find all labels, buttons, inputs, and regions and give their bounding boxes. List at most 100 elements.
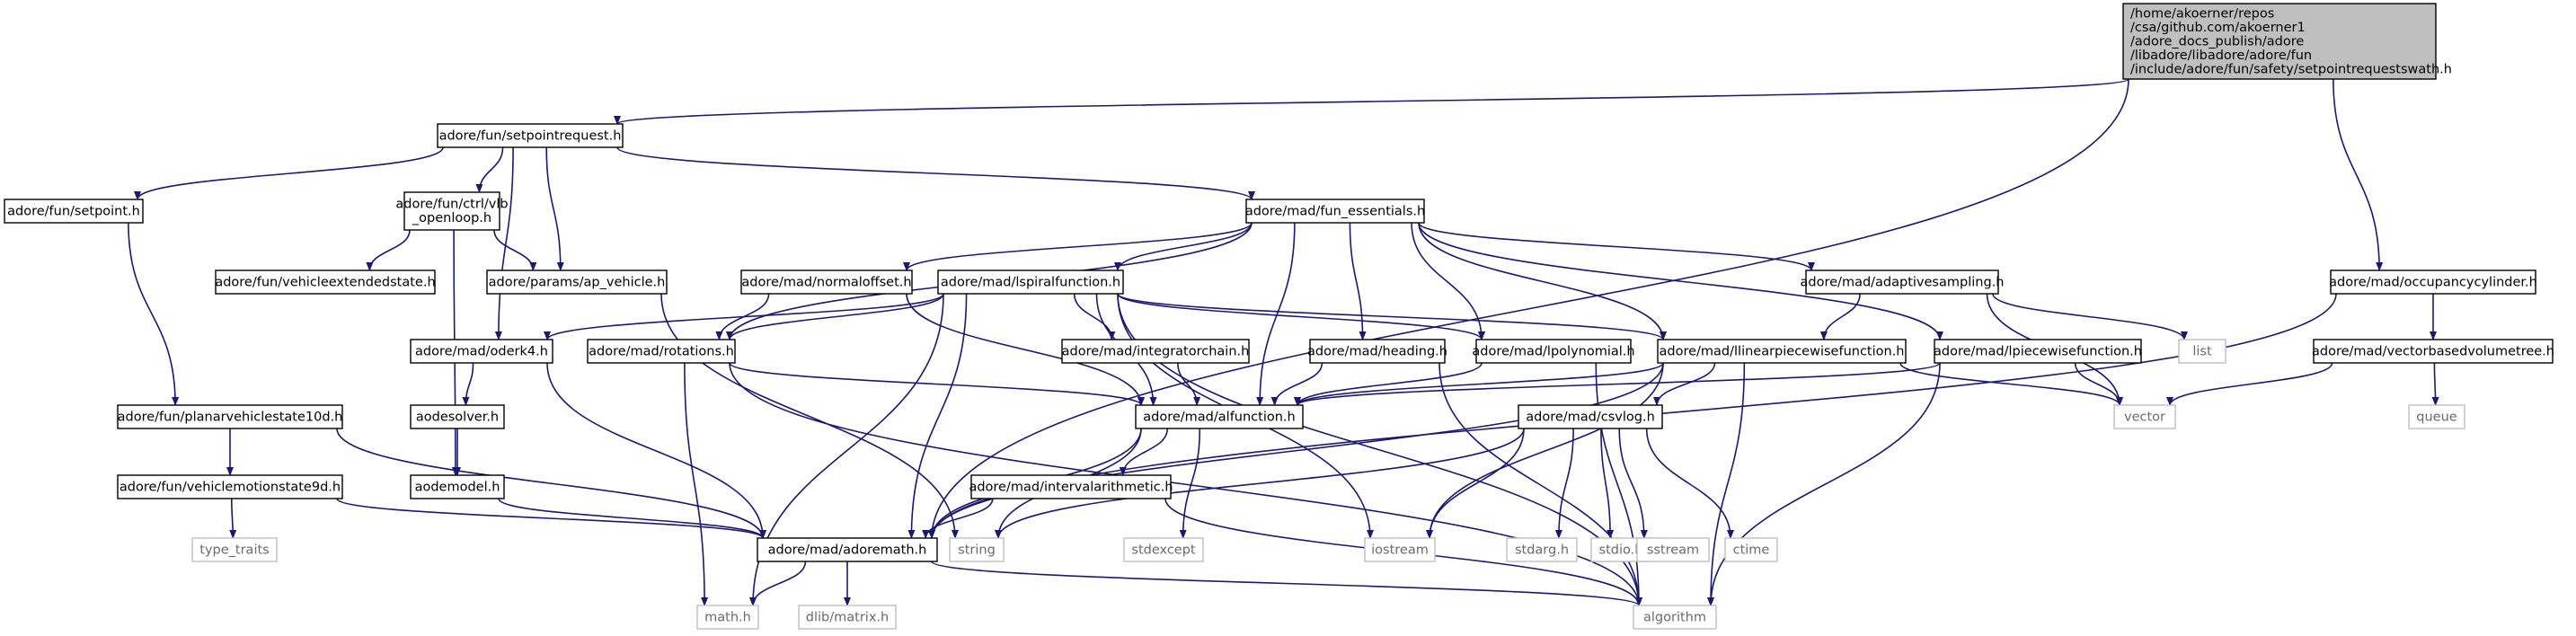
edge-lpolynomial-to-alfunction	[1294, 362, 1483, 406]
edge-integratorchain-to-alfunction	[1177, 362, 1201, 406]
edge-lpiecewisefunction-to-algorithm	[1707, 362, 1941, 606]
graph-node-heading[interactable]: adore/mad/heading.h	[1307, 339, 1447, 364]
node-box	[2330, 269, 2536, 295]
node-box	[949, 537, 1005, 562]
graph-node-setpointrequest[interactable]: adore/fun/setpointrequest.h	[437, 123, 624, 148]
graph-node-oderk4[interactable]: adore/mad/oderk4.h	[410, 339, 553, 364]
edge-adaptivesampling-to-list	[1992, 293, 2188, 340]
edge-fun_essentials-to-lspiralfunction	[1114, 222, 1253, 271]
node-label: aodesolver.h	[416, 410, 499, 424]
node-box	[191, 537, 278, 562]
graph-node-intervalarithmetic[interactable]: adore/mad/intervalarithmetic.h	[969, 474, 1173, 499]
graph-node-aodesolver[interactable]: aodesolver.h	[410, 404, 505, 429]
node-label: /home/akoerner/repos	[2130, 6, 2274, 21]
edge-vlb_openloop-to-ap_vehicle	[493, 229, 537, 271]
edge-lspiralfunction-to-lpolynomial	[1117, 293, 1485, 340]
node-label: algorithm	[1643, 610, 1706, 624]
graph-node-integratorchain[interactable]: adore/mad/integratorchain.h	[1061, 339, 1250, 364]
graph-node-adoremath[interactable]: adore/mad/adoremath.h	[757, 537, 938, 562]
node-label: adore/mad/csvlog.h	[1526, 410, 1655, 424]
graph-node-fun_essentials[interactable]: adore/mad/fun_essentials.h	[1245, 199, 1425, 224]
node-box	[1135, 404, 1304, 429]
graph-node-vectorbasedvolumetree[interactable]: adore/mad/vectorbasedvolumetree.h	[2312, 339, 2554, 364]
edge-setpointrequest-to-oderk4	[494, 146, 514, 340]
edge-planarvehiclestate10d-to-adoremath	[336, 428, 766, 539]
node-label: dlib/matrix.h	[806, 610, 889, 624]
graph-node-aodemodel[interactable]: aodemodel.h	[410, 474, 505, 499]
node-box	[1123, 537, 1204, 562]
node-label: list	[2192, 344, 2212, 358]
graph-node-vehicleextendedstate[interactable]: adore/fun/vehicleextendedstate.h	[215, 269, 436, 295]
node-box	[437, 123, 624, 148]
edge-lspiralfunction-to-integratorchain	[1073, 293, 1116, 340]
graph-node-csvlog[interactable]: adore/mad/csvlog.h	[1518, 404, 1663, 429]
graph-node-vlb_openloop[interactable]: adore/fun/ctrl/vlb_openloop.h	[395, 191, 509, 231]
edge-fun_essentials-to-heading	[1349, 222, 1367, 340]
node-label: adore/fun/planarvehiclestate10d.h	[118, 410, 343, 424]
graph-node-lspiralfunction[interactable]: adore/mad/lspiralfunction.h	[937, 269, 1124, 295]
edge-csvlog-to-string	[995, 428, 1525, 539]
graph-node-adaptivesampling[interactable]: adore/mad/adaptivesampling.h	[1801, 269, 2005, 295]
node-label: sstream	[1647, 543, 1699, 557]
node-box	[410, 404, 505, 429]
node-box	[937, 269, 1124, 295]
edge-vehiclemotionstate9d-to-type_traits	[229, 498, 237, 539]
graph-node-lpolynomial[interactable]: adore/mad/lpolynomial.h	[1472, 339, 1635, 364]
node-label: adore/mad/heading.h	[1307, 344, 1447, 358]
node-box	[970, 474, 1172, 499]
edge-vectorbasedvolumetree-to-vector	[2166, 362, 2333, 406]
node-label: type_traits	[199, 543, 269, 557]
node-box	[587, 339, 736, 364]
edge-setpointrequest-to-vlb_openloop	[475, 146, 504, 193]
edge-adoremath-to-mathh	[749, 561, 807, 606]
node-box	[1724, 537, 1778, 562]
node-label: _openloop.h	[412, 211, 491, 225]
dependency-edges	[128, 78, 2439, 606]
edge-rotations-to-mathh	[684, 362, 709, 606]
graph-node-lpiecewisefunction[interactable]: adore/mad/lpiecewisefunction.h	[1934, 339, 2142, 364]
node-label: adore/fun/vehiclemotionstate9d.h	[120, 480, 341, 494]
edge-llinearpiecewisefunction-to-csvlog	[1653, 362, 1716, 406]
edge-rotations-to-alfunction	[729, 362, 1145, 406]
node-box	[2113, 404, 2176, 429]
edge-alfunction-to-intervalarithmetic	[1119, 428, 1169, 476]
graph-node-rotations[interactable]: adore/mad/rotations.h	[587, 339, 736, 364]
graph-node-setpoint[interactable]: adore/fun/setpoint.h	[4, 199, 144, 224]
graph-node-ctime: ctime	[1724, 537, 1778, 562]
edge-root-to-setpointrequest	[614, 78, 2129, 125]
node-label: adore/mad/lpolynomial.h	[1472, 344, 1634, 358]
node-box	[1309, 339, 1446, 364]
node-label: adore/mad/occupancycylinder.h	[2329, 275, 2537, 289]
edge-csvlog-to-sstream	[1618, 428, 1648, 539]
edge-setpointrequest-to-setpoint	[134, 146, 444, 200]
graph-node-planarvehiclestate10d[interactable]: adore/fun/planarvehiclestate10d.h	[117, 404, 343, 429]
graph-node-occupancycylinder[interactable]: adore/mad/occupancycylinder.h	[2329, 269, 2537, 295]
node-label: adore/mad/fun_essentials.h	[1245, 204, 1425, 218]
edge-fun_essentials-to-adaptivesampling	[1418, 222, 1815, 271]
graph-node-llinearpiecewisefunction[interactable]: adore/mad/llinearpiecewisefunction.h	[1657, 339, 1907, 364]
node-box	[2178, 339, 2226, 364]
graph-node-alfunction[interactable]: adore/mad/alfunction.h	[1135, 404, 1304, 429]
graph-node-ap_vehicle[interactable]: adore/params/ap_vehicle.h	[486, 269, 668, 295]
graph-node-normaloffset[interactable]: adore/mad/normaloffset.h	[740, 269, 913, 295]
edge-fun_essentials-to-lpolynomial	[1411, 222, 1485, 340]
edge-llinearpiecewisefunction-to-iostream	[1426, 362, 1664, 539]
graph-node-vehiclemotionstate9d[interactable]: adore/fun/vehiclemotionstate9d.h	[117, 474, 343, 499]
edge-vehiclemotionstate9d-to-adoremath	[336, 498, 766, 539]
edge-csvlog-to-ctime	[1645, 428, 1734, 539]
edge-aodemodel-to-adoremath	[498, 498, 766, 539]
edge-rotations-to-algorithm	[729, 362, 1642, 606]
node-label: queue	[2416, 410, 2457, 424]
node-box	[403, 191, 500, 231]
graph-node-root[interactable]: /home/akoerner/repos/csa/github.com/akoe…	[2122, 3, 2452, 80]
node-box	[1518, 404, 1663, 429]
edge-vectorbasedvolumetree-to-queue	[2431, 362, 2439, 406]
graph-node-mathh: math.h	[696, 605, 759, 630]
node-box	[2408, 404, 2465, 429]
node-label: ctime	[1733, 543, 1770, 557]
edge-fun_essentials-to-normaloffset	[903, 222, 1253, 271]
node-label: adore/mad/oderk4.h	[415, 344, 548, 358]
edge-lspiralfunction-to-rotations	[726, 293, 944, 340]
graph-node-queue: queue	[2408, 404, 2465, 429]
